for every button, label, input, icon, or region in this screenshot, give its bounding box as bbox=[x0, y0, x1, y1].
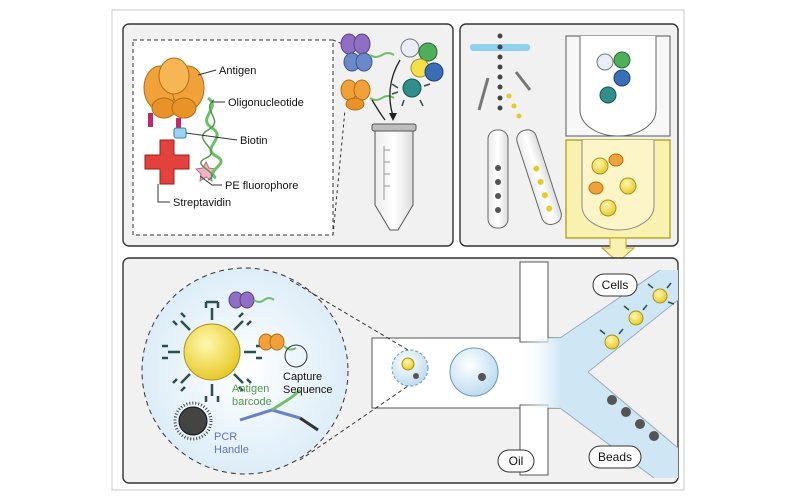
label-pcr-2: Handle bbox=[214, 444, 249, 456]
label-antigen-1: Antigen bbox=[232, 383, 269, 395]
capture-strand bbox=[299, 416, 319, 432]
cell-negative-3 bbox=[613, 69, 631, 87]
antigen-icon bbox=[143, 57, 205, 130]
tube-negative-outline bbox=[579, 36, 657, 137]
label-oligonucleotide: Oligonucleotide bbox=[228, 97, 304, 109]
channel-cells-edge-2 bbox=[587, 299, 679, 373]
zoom-line-1 bbox=[289, 279, 409, 351]
zoom-line-bottom bbox=[332, 109, 346, 236]
panel-c: Capture Sequence Antigen barcode PCR Han… bbox=[122, 257, 679, 484]
label-antigen: Antigen bbox=[219, 65, 256, 77]
channel-junction-flow bbox=[520, 338, 560, 408]
cell-positive-3 bbox=[599, 199, 617, 217]
collection-tube-left bbox=[487, 129, 509, 229]
cell-negative-2 bbox=[613, 51, 631, 69]
droplet-empty bbox=[449, 347, 499, 397]
oil-label-pill: Oil bbox=[497, 449, 535, 473]
channel-beads bbox=[560, 372, 678, 478]
collection-tube-right bbox=[516, 129, 562, 225]
bound-antigen-2 bbox=[588, 181, 604, 195]
deflection-plate-right bbox=[514, 71, 532, 91]
label-cells: Cells bbox=[602, 278, 629, 292]
channel-cells bbox=[560, 270, 678, 372]
label-antigen-2: barcode bbox=[232, 396, 272, 408]
channel-cells-edge bbox=[559, 269, 661, 339]
oligonucleotide-icon bbox=[205, 96, 223, 180]
arrow-cells-down bbox=[389, 59, 401, 117]
channel-beads-edge bbox=[587, 371, 679, 449]
cell-positive-2 bbox=[619, 177, 637, 195]
label-pcr-1: PCR bbox=[214, 431, 237, 443]
leader-antigen bbox=[197, 69, 217, 76]
cell-icon bbox=[162, 300, 262, 402]
beads-in-channel bbox=[607, 395, 659, 441]
arrow-to-cells bbox=[600, 237, 636, 263]
zoom-line-top bbox=[332, 39, 346, 46]
bead-oligos-icon bbox=[173, 401, 213, 441]
antigen-pool-icon bbox=[340, 33, 395, 111]
zoom-line-2 bbox=[299, 385, 409, 461]
label-streptavidin: Streptavidin bbox=[173, 197, 231, 209]
droplet-bead-2 bbox=[413, 373, 419, 379]
panel-a: Antigen Oligonucleotide Biotin PE fluoro… bbox=[122, 23, 454, 247]
cells-label-pill: Cells bbox=[592, 273, 638, 297]
capture-sequence-ring bbox=[284, 344, 308, 368]
arrow-antigen-down bbox=[371, 99, 386, 121]
sort-stream-icon bbox=[497, 33, 522, 119]
orange-antigen-icon bbox=[258, 333, 297, 351]
antigen-barcode-strand bbox=[271, 388, 302, 412]
label-pe-fluorophore: PE fluorophore bbox=[225, 180, 298, 192]
bound-antigen-1 bbox=[608, 153, 624, 167]
purple-antigen-icon bbox=[228, 291, 275, 309]
droplet-cell bbox=[401, 357, 415, 371]
cell-negative-4 bbox=[599, 86, 617, 104]
leader-biotin bbox=[185, 132, 238, 141]
conical-tube-icon bbox=[371, 123, 417, 231]
cell-negative-1 bbox=[596, 53, 614, 71]
leader-pe bbox=[199, 175, 222, 186]
cell-cluster-icon bbox=[391, 38, 444, 107]
label-capture-1: Capture bbox=[283, 371, 322, 383]
channel-beads-edge-2 bbox=[559, 407, 655, 479]
cells-in-channel bbox=[599, 282, 675, 350]
panel-b bbox=[459, 23, 679, 263]
leader-streptavidin bbox=[157, 184, 170, 203]
droplet-bead bbox=[478, 373, 486, 381]
label-biotin: Biotin bbox=[240, 135, 268, 147]
beads-label-pill: Beads bbox=[588, 445, 642, 469]
bead-icon bbox=[178, 406, 208, 436]
label-oil: Oil bbox=[509, 454, 524, 468]
deflection-plate-left bbox=[477, 77, 490, 111]
cell-positive-1 bbox=[591, 157, 609, 175]
channel-oil-top bbox=[519, 261, 549, 343]
label-beads: Beads bbox=[598, 450, 632, 464]
biotin-icon bbox=[173, 127, 187, 139]
streptavidin-icon bbox=[144, 139, 190, 185]
label-capture-2: Sequence bbox=[283, 384, 333, 396]
oligonucleotide-strand-icon bbox=[200, 99, 216, 181]
arrow-head-1 bbox=[389, 113, 397, 121]
